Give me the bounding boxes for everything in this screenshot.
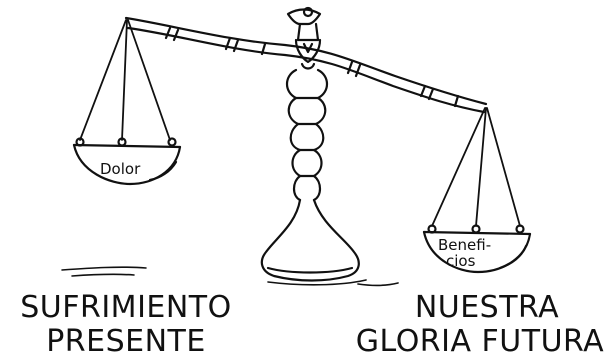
pivot-ornament [286,6,322,70]
right-pan-strings [431,107,521,227]
caption-right-line1: NUESTRA [414,290,560,325]
right-pan-label-line2: cios [446,252,476,270]
scale-beam [124,16,488,114]
left-pan [72,137,182,186]
right-pan [422,224,532,274]
right-pan-label-line1: Benefi- [438,236,491,254]
left-pan-strings [79,19,171,141]
caption-left-line2: PRESENTE [46,324,206,359]
caption-right-line2: GLORIA FUTURA [355,324,605,359]
left-pan-label: Dolor [100,160,141,178]
caption-left-line1: SUFRIMIENTO [20,290,232,325]
scale-column [260,68,360,282]
base-shadow [61,266,399,287]
